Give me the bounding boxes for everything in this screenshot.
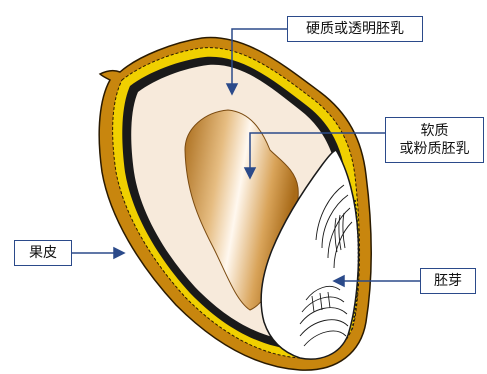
soft-endosperm-label-line2: 或粉质胚乳 <box>390 140 479 158</box>
soft-endosperm-label-line1: 软质 <box>390 122 479 140</box>
germ-label: 胚芽 <box>420 268 476 294</box>
soft-endosperm-label: 软质 或粉质胚乳 <box>385 117 484 163</box>
hard-endosperm-label: 硬质或透明胚乳 <box>287 16 423 42</box>
pericarp-label: 果皮 <box>14 240 72 266</box>
